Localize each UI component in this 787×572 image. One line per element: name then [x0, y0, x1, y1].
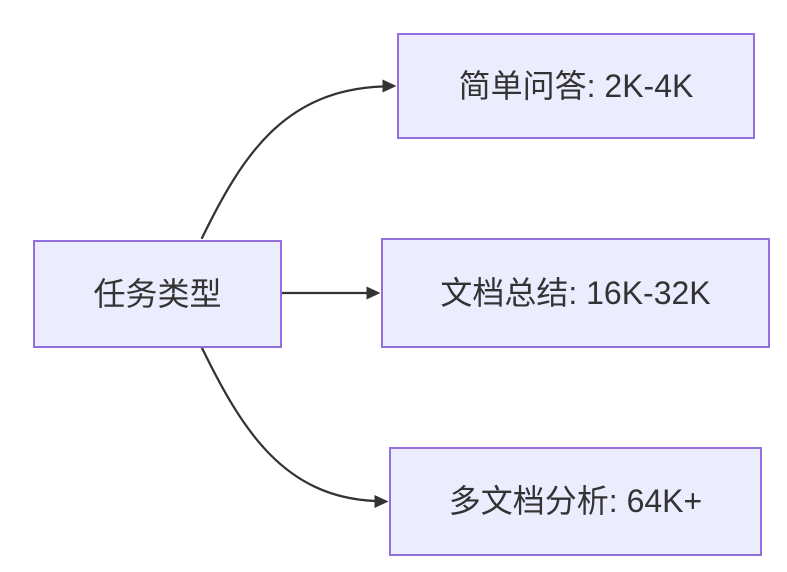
edge-task-type-to-simple-qa	[200, 79, 397, 240]
node-multi-doc: 多文档分析: 64K+	[389, 447, 762, 556]
edge-line	[200, 346, 377, 503]
node-simple-qa-label: 简单问答: 2K-4K	[458, 67, 694, 104]
edge-task-type-to-multi-doc	[200, 346, 389, 508]
edge-line	[200, 85, 385, 240]
node-simple-qa: 简单问答: 2K-4K	[397, 33, 755, 139]
node-task-type-label: 任务类型	[93, 275, 222, 312]
edge-task-type-to-doc-summary	[280, 286, 381, 300]
node-task-type: 任务类型	[33, 240, 282, 348]
arrowhead-icon	[374, 495, 389, 508]
node-multi-doc-label: 多文档分析: 64K+	[448, 483, 703, 520]
node-doc-summary-label: 文档总结: 16K-32K	[440, 274, 711, 311]
arrowhead-icon	[382, 79, 397, 93]
node-doc-summary: 文档总结: 16K-32K	[381, 238, 770, 348]
arrowhead-icon	[366, 286, 381, 300]
